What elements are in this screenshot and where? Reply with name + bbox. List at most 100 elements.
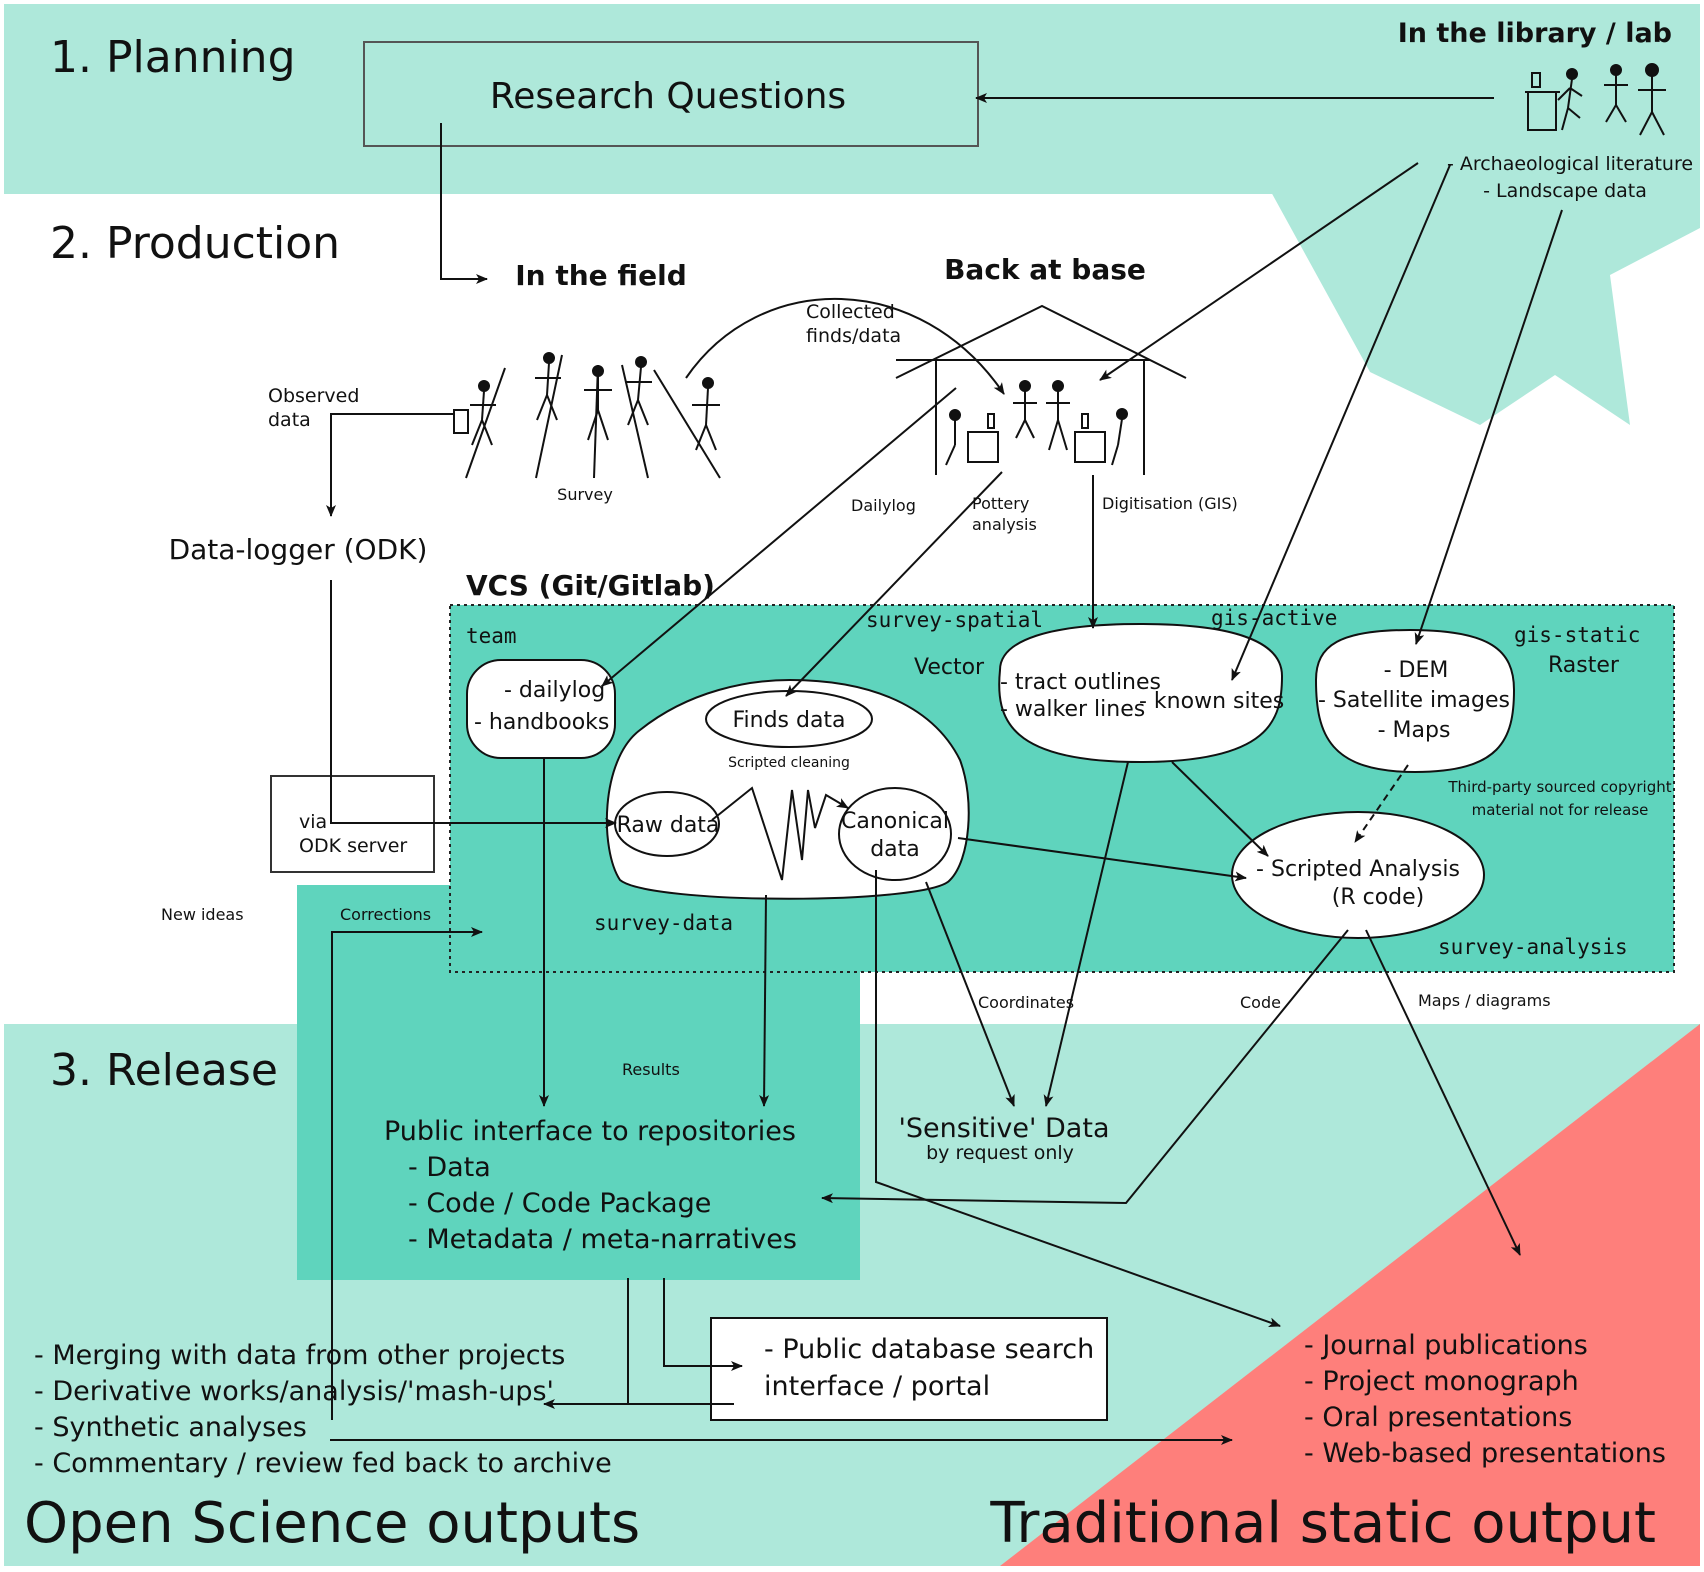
maps-label: - Maps [1378,718,1451,743]
walker-lines-label: - walker lines [1000,697,1145,722]
canonical-data-label: data [870,837,920,862]
traditional-title: Traditional static output [989,1491,1656,1556]
scripted-cleaning-label: Scripted cleaning [728,755,850,771]
vector-label: Vector [914,655,985,680]
open-science-item: - Merging with data from other projects [34,1340,565,1371]
third-party-note: Third-party sourced copyright [1447,778,1671,796]
repo-label-gis-static: gis-static [1514,623,1640,647]
satellite-images-label: - Satellite images [1318,688,1510,713]
logger-device-icon [453,409,469,434]
flow-label-results: Results [622,1060,680,1079]
arrow-canonical-to-analysis [957,837,1247,882]
arrow-maps-to-traditional [1365,929,1521,1256]
data-logger-label: Data-logger (ODK) [169,533,428,566]
portal-label: interface / portal [764,1371,990,1402]
library-person-icon [1604,64,1628,123]
base-title: Back at base [944,253,1146,286]
survey-label: Survey [557,485,613,504]
library-title: In the library / lab [1398,18,1672,49]
arrow-questions-to-field [440,123,488,284]
scripted-cleaning-zigzag [711,786,849,881]
library-desk-figure-icon [1525,68,1583,131]
collected-finds-label: finds/data [806,325,901,347]
arrow-canonical-to-sensitive [925,881,1015,1107]
arrow-corrections [331,927,483,1420]
section-title-release: 3. Release [50,1045,278,1096]
team-repo-bubble [466,659,616,759]
flow-label-new-ideas: New ideas [161,905,244,924]
section-title-production: 2. Production [50,218,340,269]
library-person-icon [1638,63,1666,136]
raster-label: Raster [1548,653,1620,678]
arrow-collected-finds [685,297,1005,395]
portal-label: - Public database search [764,1334,1094,1365]
repo-label-team: team [466,624,517,648]
library-star [1270,150,1700,425]
open-science-item: - Derivative works/analysis/'mash-ups' [34,1376,554,1407]
flow-label-corrections: Corrections [340,905,431,924]
scripted-analysis-label: - Scripted Analysis [1256,857,1460,882]
sensitive-data-title: 'Sensitive' Data [898,1113,1109,1144]
survey-spatial-bubble [998,622,1284,764]
tract-outlines-label: - tract outlines [1000,670,1161,695]
gis-static-bubble [1314,628,1516,774]
library-item: - Archaeological literature [1447,153,1693,175]
vcs-title: VCS (Git/Gitlab) [466,569,715,602]
public-interface-item: - Data [408,1152,491,1183]
traditional-item: - Web-based presentations [1304,1438,1666,1469]
open-science-item: - Commentary / review fed back to archiv… [34,1448,612,1479]
known-sites-label: - known sites [1139,689,1284,714]
base-house-icon [895,304,1187,475]
open-science-item: - Synthetic analyses [34,1412,307,1443]
traditional-item: - Project monograph [1304,1366,1579,1397]
section-title-planning: 1. Planning [50,32,296,83]
arrow-landscape-to-gis-static [1414,209,1563,645]
flow-label-coordinates: Coordinates [978,993,1074,1012]
observed-data-label: data [268,409,311,431]
arrow-public-to-portal [663,1278,743,1371]
research-questions-box [363,41,979,147]
odk-server-label: via [299,811,327,833]
third-party-note: material not for release [1472,801,1649,819]
arrow-canonical-to-traditional [875,870,1281,1328]
arrow-gis-static-to-analysis [1354,764,1409,843]
team-item: - handbooks [474,710,609,735]
research-questions-label: Research Questions [490,76,846,117]
collected-finds-label: Collected [806,301,895,323]
flow-arrows [326,93,1563,1445]
surveyor-figures-icon [465,352,721,479]
pottery-analysis-label: Pottery [972,494,1029,513]
arrow-spatial-to-analysis [1171,761,1269,857]
arrow-observed-to-logger [326,413,454,517]
vcs-dashed-border [449,604,1675,973]
traditional-item: - Journal publications [1304,1330,1588,1361]
digitisation-label: Digitisation (GIS) [1102,494,1238,513]
finds-data-label: Finds data [732,708,845,733]
arrow-survey-data-to-public [759,894,770,1107]
scripted-analysis-label: (R code) [1332,885,1425,910]
canonical-data-label: Canonical [841,809,949,834]
pottery-analysis-label: analysis [972,515,1037,534]
team-item: - dailylog [504,678,605,703]
raw-data-label: Raw data [617,813,720,838]
repo-label-survey-analysis: survey-analysis [1438,935,1628,959]
portal-box [710,1317,1108,1421]
repo-label-gis-active: gis-active [1211,606,1337,630]
arrow-pottery-to-finds [785,471,1003,697]
arrow-literature-to-base [1099,162,1419,381]
sensitive-data-subtitle: by request only [926,1142,1074,1164]
arrow-literature-to-known-sites [1231,164,1451,681]
repo-label-survey-data: survey-data [594,911,733,935]
field-title: In the field [515,259,687,292]
public-interface-item: - Code / Code Package [408,1188,711,1219]
public-interface-item: - Metadata / meta-narratives [408,1224,797,1255]
scripted-analysis-ellipse [1231,811,1485,939]
flow-label-code: Code [1240,993,1281,1012]
repo-label-survey-spatial: survey-spatial [866,608,1043,632]
odk-server-label: ODK server [299,835,407,857]
public-interface-title: Public interface to repositories [384,1116,796,1147]
canonical-data-ellipse [838,787,952,881]
library-item: - Landscape data [1483,180,1647,202]
observed-data-label: Observed [268,385,359,407]
